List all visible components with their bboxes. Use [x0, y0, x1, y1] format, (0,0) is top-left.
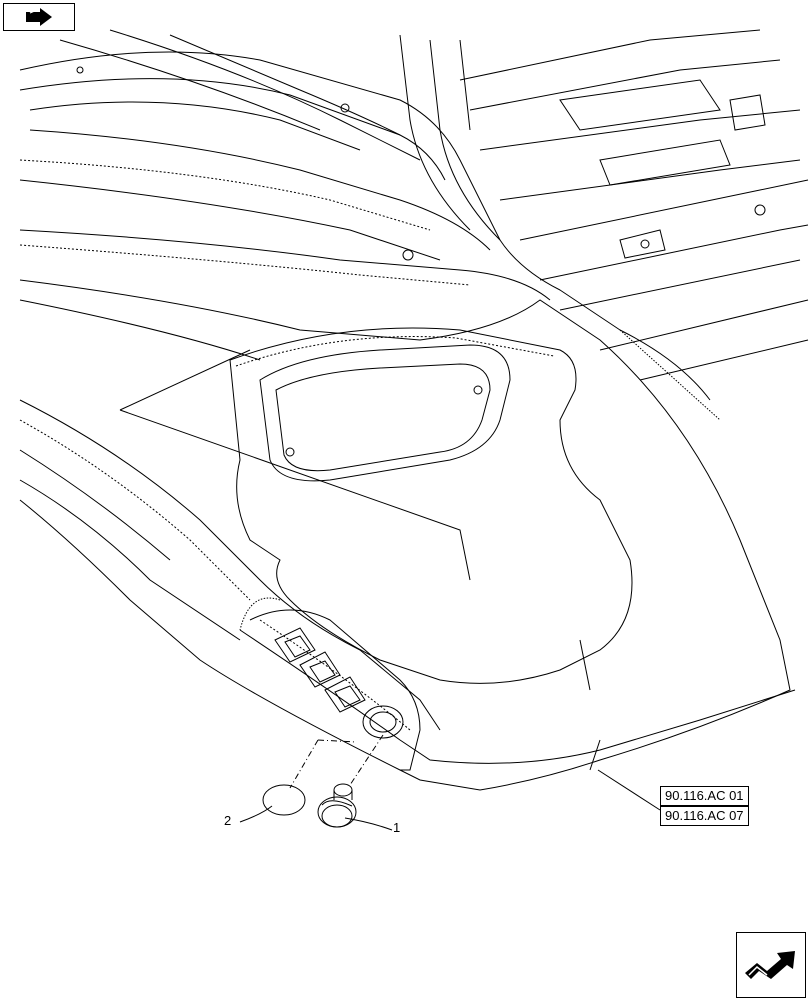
- previous-page-icon[interactable]: [3, 3, 75, 31]
- next-arrow-icon: [745, 951, 795, 979]
- callout-item-2: 2: [224, 813, 232, 828]
- previous-arrow-icon: [26, 8, 52, 26]
- reference-link-1[interactable]: 90.116.AC 01: [660, 786, 749, 806]
- reference-link-2[interactable]: 90.116.AC 07: [660, 806, 749, 826]
- next-page-icon[interactable]: [736, 932, 806, 998]
- callout-item-1: 1: [393, 820, 401, 835]
